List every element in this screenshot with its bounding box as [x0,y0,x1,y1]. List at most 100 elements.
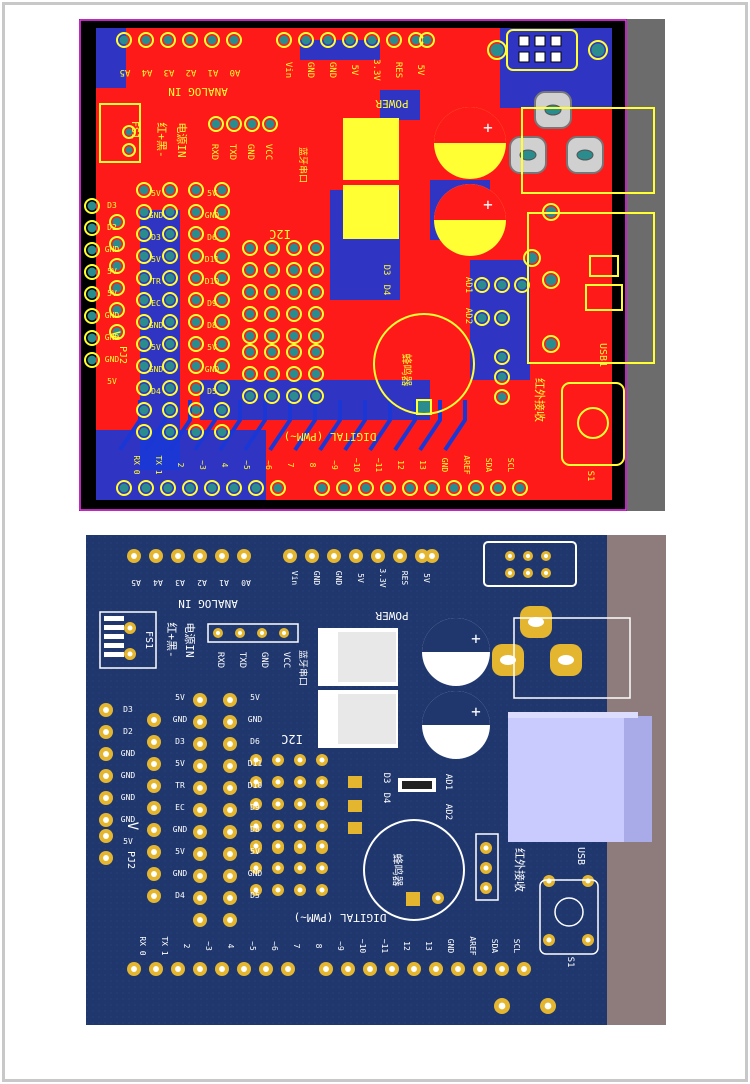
silk-label: TX 1 [154,455,163,474]
pad-hole [112,217,122,227]
pad-hole [405,483,415,493]
pad-hole [253,801,259,807]
pad-hole [545,338,557,350]
pad-hole [253,757,259,763]
pad-hole [411,966,417,972]
pad-hole [112,305,122,315]
silk-label: D2 [123,727,133,736]
silk-label: GND [121,815,136,824]
pad-ring [162,270,178,286]
pad-ring [358,480,374,496]
pad-hole [119,35,129,45]
fuse-stripe [104,625,124,630]
pad-ring [226,32,242,48]
pad-hole [319,843,325,849]
pad-hole [245,369,255,379]
pad-hole [141,483,151,493]
top-pads [84,32,608,496]
pad-hole [227,851,233,857]
jack-outline [521,107,655,194]
pad-ring [490,480,506,496]
silk-label: GND [121,749,136,758]
silk-label: D8 [207,321,217,330]
pad-ring [286,366,302,382]
pad-hole [289,265,299,275]
pad-hole [185,483,195,493]
pad-hole [497,352,507,362]
pad-hole [367,966,373,972]
silk-label: I2C [269,227,291,241]
pad-ring [188,424,204,440]
pad-ring [116,32,132,48]
pad-hole [422,35,432,45]
silk-label: Vin [283,62,293,78]
pad-hole [217,229,227,239]
silk-label: SDA [484,458,493,473]
pad-hole [241,553,247,559]
pad-hole [229,483,239,493]
silk-label: D6 [250,737,260,746]
pad-hole [197,553,203,559]
pad-hole [289,369,299,379]
pad-hole [165,427,175,437]
silk-label: A1 [219,578,229,587]
blue-trace [318,400,342,452]
pad-ring [84,220,100,236]
pad-ring [109,236,125,252]
pad-hole [229,35,239,45]
pad-ring [84,330,100,346]
pad-hole [125,146,133,154]
silk-label: 12 [402,941,411,951]
pad-ring [248,480,264,496]
pad-hole [297,801,303,807]
silk-label: RXD [209,144,219,160]
pad-hole [87,201,97,211]
pad-hole [289,309,299,319]
usb-block [508,716,640,842]
pad-ring [188,358,204,374]
pad-hole [311,369,321,379]
pad-hole [119,483,129,493]
pad-hole [139,317,149,327]
silk-label: V [106,331,122,340]
pad-ring [214,358,230,374]
pad-ring [136,182,152,198]
pad-ring [136,248,152,264]
icsp-pin [550,51,562,63]
silk-label: 13 [424,941,433,951]
pad-hole [165,251,175,261]
pad-hole [267,243,277,253]
pad-hole [151,761,157,767]
pad-hole [151,827,157,833]
pad-hole [197,763,203,769]
pad-ring [214,204,230,220]
pad-hole [211,119,221,129]
silk-label: 5V [207,343,217,352]
pad-ring [214,182,230,198]
silk-label: 3.3V [371,59,381,81]
pad-hole [191,229,201,239]
cap-half [434,107,506,143]
pad-ring [244,116,260,132]
silk-label: D5 [250,891,260,900]
silk-label: PJ2 [125,851,136,869]
icsp-pin [534,35,546,47]
pad-hole [165,273,175,283]
silk-label: A0 [230,67,241,77]
blue-trace [393,400,417,452]
silk-label: A5 [131,578,141,587]
silk-label: 8 [314,944,323,949]
silk-label: 5V [356,573,365,583]
silk-label: 红+黑- [165,622,178,657]
pad-hole [345,35,355,45]
pad-hole [219,966,225,972]
pad-ring [136,358,152,374]
silk-label: 4 [220,463,229,468]
regulator-body [338,694,396,744]
pad-hole [499,966,505,972]
pad-ring [214,314,230,330]
pad-ring [286,284,302,300]
pad-ring [214,336,230,352]
